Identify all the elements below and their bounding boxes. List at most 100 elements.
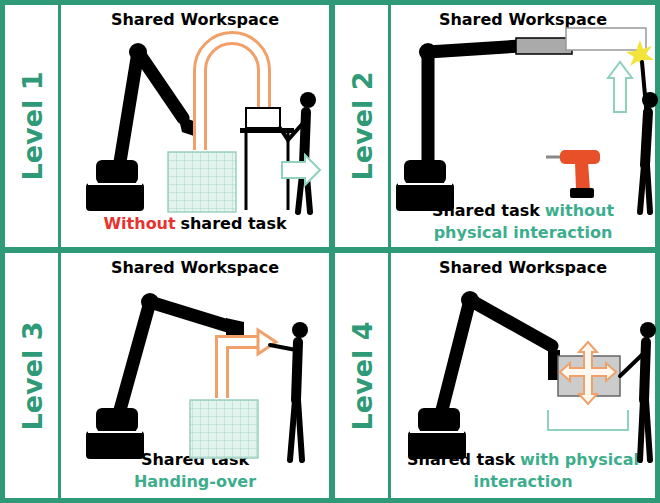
level-label: Level 3	[16, 321, 47, 430]
level4-scene	[408, 291, 656, 460]
caption-part: Shared task	[432, 201, 540, 220]
workspace-title: Shared Workspace	[61, 10, 329, 29]
level-panel: Level 1Shared WorkspaceWithout shared tas…	[5, 5, 329, 247]
table-leg	[245, 133, 248, 210]
base-stripe	[398, 183, 452, 185]
robot-joint	[419, 43, 437, 61]
level-panel: Level 4 Shared WorkspaceShared taskwith p…	[335, 253, 655, 498]
human-leg	[290, 400, 295, 460]
human-body	[645, 112, 648, 165]
drill-bit	[546, 156, 560, 159]
workspace-area: Shared WorkspaceShared taskwith physical…	[391, 253, 655, 498]
drill-handle	[575, 162, 590, 190]
level-strip: Level 1	[5, 5, 61, 247]
task-caption: Shared taskHanding-over	[77, 449, 313, 493]
workspace-title: Shared Workspace	[391, 10, 655, 29]
robot-base	[408, 431, 466, 459]
workpiece	[558, 356, 620, 396]
arrow-head	[252, 110, 276, 128]
cross-arrow	[560, 342, 616, 404]
caption-part: Without	[103, 214, 175, 233]
motion-arrow	[200, 38, 264, 150]
robot-base	[96, 408, 138, 432]
workspace-area: Shared WorkspaceWithout shared task	[61, 5, 329, 247]
storage-box	[168, 152, 236, 212]
motion-arrow	[200, 38, 264, 150]
up-arrow	[608, 62, 632, 112]
robot-base	[96, 160, 138, 184]
base-stripe	[88, 183, 142, 185]
task-caption: Shared taskwithout physical interaction	[405, 200, 641, 244]
robot-arm	[120, 302, 228, 410]
drill-battery	[570, 188, 594, 198]
caption-part: Shared task	[77, 449, 313, 471]
level3-scene	[86, 293, 308, 460]
storage-box	[190, 400, 258, 458]
arrow-head	[258, 330, 276, 354]
robot-joint	[141, 293, 159, 311]
workpiece	[566, 28, 646, 50]
table-leg	[287, 133, 290, 210]
human-head	[640, 322, 656, 338]
level-panel: Level 3 Shared WorkspaceShared taskHandin…	[5, 253, 329, 498]
human-leg	[640, 400, 643, 460]
human-arm	[620, 352, 645, 376]
level1-scene	[86, 38, 320, 212]
caption-part: Handing-over	[77, 471, 313, 493]
motion-arrow	[222, 342, 262, 398]
robot-base	[404, 160, 446, 184]
task-caption: Shared taskwith physical interaction	[405, 449, 641, 493]
robot-gripper	[548, 350, 560, 380]
motion-arrow	[222, 342, 262, 398]
workspace-area: Shared WorkspaceShared taskwithout physi…	[391, 5, 655, 247]
robot-base	[86, 431, 144, 459]
level-strip: Level 2	[335, 5, 391, 247]
human-head	[642, 92, 658, 108]
level-label: Level 2	[346, 72, 377, 181]
base-stripe	[410, 431, 464, 433]
human-leg	[640, 165, 644, 212]
drill-body	[560, 150, 600, 164]
robot-joint	[461, 291, 479, 309]
level2-scene	[396, 28, 658, 212]
caption-part: shared task	[180, 214, 286, 233]
human-body	[296, 342, 298, 400]
level-strip: Level 3	[5, 253, 61, 498]
robot-arm	[428, 46, 520, 162]
human-arm	[280, 122, 304, 140]
human-arm	[642, 62, 647, 118]
human-leg	[306, 165, 310, 212]
human-leg	[646, 400, 650, 460]
base-stripe	[88, 431, 142, 433]
human-body	[644, 342, 646, 400]
human-leg	[298, 165, 303, 212]
robot-gripper	[178, 115, 196, 136]
caption-part: Shared task	[407, 450, 515, 469]
robot-joint	[129, 43, 147, 61]
task-caption: Without shared task	[77, 213, 313, 235]
fixture	[548, 410, 628, 430]
robot-gripper	[516, 38, 572, 54]
level-panel: Level 2 Shared WorkspaceShared taskwithou…	[335, 5, 655, 247]
robot-base	[396, 183, 454, 211]
human-arm	[270, 345, 296, 350]
workspace-title: Shared Workspace	[391, 258, 655, 277]
workspace-area: Shared WorkspaceShared taskHanding-over	[61, 253, 329, 498]
robot-gripper	[226, 318, 244, 338]
human-leg	[647, 165, 650, 212]
robot-base	[418, 408, 460, 432]
human-head	[292, 322, 308, 338]
human-head	[300, 92, 316, 108]
work-table	[240, 128, 294, 133]
robot-arm	[120, 52, 183, 162]
human-body	[304, 112, 306, 165]
workpiece	[246, 108, 280, 128]
workspace-title: Shared Workspace	[61, 258, 329, 277]
level-label: Level 4	[346, 321, 377, 430]
robot-arm	[442, 300, 552, 410]
level-strip: Level 4	[335, 253, 391, 498]
human-leg	[298, 400, 302, 460]
robot-base	[86, 183, 144, 211]
contact-burst	[626, 40, 654, 69]
